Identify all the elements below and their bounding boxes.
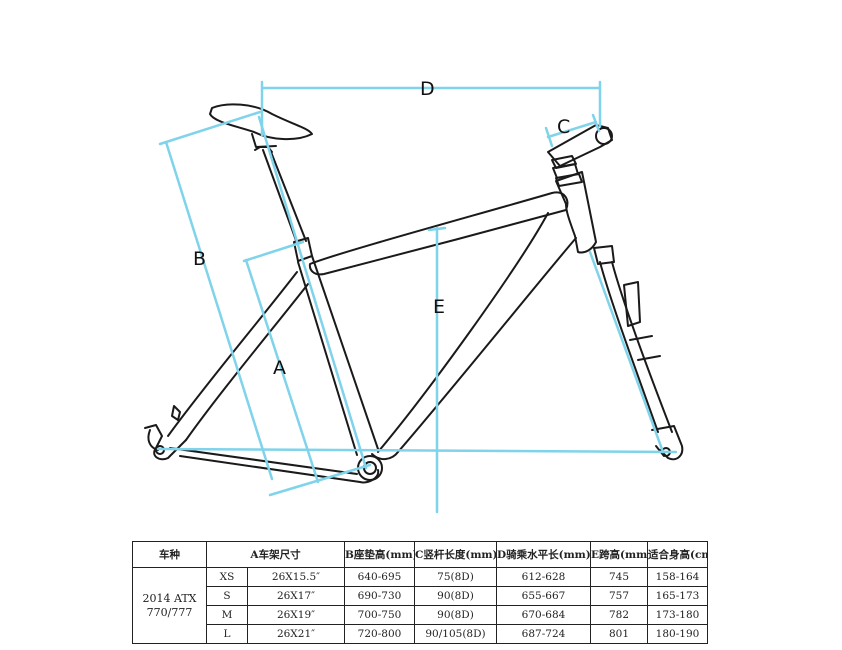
table-row: M 26X19″ 700-750 90(8D) 670-684 782 173-… xyxy=(133,605,708,625)
rider-height: 165-173 xyxy=(647,586,708,606)
head-tube xyxy=(555,171,597,254)
dimension-line-c xyxy=(544,113,601,148)
down-tube xyxy=(371,212,577,460)
seat-post xyxy=(254,146,307,244)
seat-height: 640-695 xyxy=(344,567,415,587)
reach: 612-628 xyxy=(496,567,591,587)
dimension-line-b xyxy=(158,110,274,481)
bike-frame xyxy=(144,103,684,484)
dimension-label-a: A xyxy=(273,357,286,379)
model-name: 2014 ATX xyxy=(142,591,197,605)
seat-height: 700-750 xyxy=(344,605,415,625)
seat-stay xyxy=(167,271,309,441)
dimension-line-a xyxy=(242,240,372,497)
header-model: 车种 xyxy=(132,541,207,568)
size-code: XS xyxy=(206,567,248,587)
stem-length: 90/105(8D) xyxy=(414,624,497,644)
frame-size: 26X19″ xyxy=(247,605,345,625)
seat-tube xyxy=(297,255,379,456)
model-cell: 2014 ATX 770/777 xyxy=(132,567,207,644)
reach: 655-667 xyxy=(496,586,591,606)
dimension-label-b: B xyxy=(193,248,206,270)
header-rider-height: 适合身高(cm) xyxy=(647,541,708,568)
axle-line xyxy=(156,447,678,454)
fork-crown xyxy=(593,245,615,265)
rear-dropout xyxy=(144,424,187,461)
size-code: L xyxy=(206,624,248,644)
dimension-label-d: D xyxy=(420,78,435,100)
size-code: M xyxy=(206,605,248,625)
standover: 801 xyxy=(590,624,648,644)
frame-size: 26X17″ xyxy=(247,586,345,606)
frame-size: 26X15.5″ xyxy=(247,567,345,587)
dimension-label-c: C xyxy=(557,116,570,138)
size-spec-table: 车种 A车架尺寸 B座垫高(mm) C竖杆长度(mm) D骑乘水平长(mm) E… xyxy=(132,541,708,644)
head-axis-line xyxy=(588,250,665,454)
table-row: 2014 ATX 770/777 XS 26X15.5″ 640-695 75(… xyxy=(132,567,708,644)
header-standover: E跨高(mm) xyxy=(590,541,648,568)
saddle xyxy=(209,103,313,140)
rider-height: 173-180 xyxy=(647,605,708,625)
saddle-rail xyxy=(251,133,277,148)
dimension-line-e xyxy=(427,226,447,514)
seat-height: 720-800 xyxy=(344,624,415,644)
table-header-row: 车种 A车架尺寸 B座垫高(mm) C竖杆长度(mm) D骑乘水平长(mm) E… xyxy=(132,541,708,568)
header-stem-length: C竖杆长度(mm) xyxy=(414,541,497,568)
frame-size: 26X21″ xyxy=(247,624,345,644)
chain-stay xyxy=(169,447,380,484)
standover: 745 xyxy=(590,567,648,587)
reach: 687-724 xyxy=(496,624,591,644)
size-code: S xyxy=(206,586,248,606)
standover: 782 xyxy=(590,605,648,625)
model-number: 770/777 xyxy=(146,605,193,619)
rider-height: 158-164 xyxy=(647,567,708,587)
fork-lower xyxy=(623,281,661,361)
fork-leg xyxy=(599,261,673,433)
rider-height: 180-190 xyxy=(647,624,708,644)
top-tube xyxy=(308,191,569,276)
table-row: L 26X21″ 720-800 90/105(8D) 687-724 801 … xyxy=(133,624,708,644)
header-frame-size: A车架尺寸 xyxy=(206,541,345,568)
table-row: S 26X17″ 690-730 90(8D) 655-667 757 165-… xyxy=(133,586,708,606)
dimension-label-e: E xyxy=(433,296,445,318)
reach: 670-684 xyxy=(496,605,591,625)
header-reach: D骑乘水平长(mm) xyxy=(496,541,591,568)
bike-geometry-diagram: D C B A E xyxy=(144,78,684,514)
dimension-lines xyxy=(156,80,678,514)
standover: 757 xyxy=(590,586,648,606)
stem-length: 90(8D) xyxy=(414,605,497,625)
stem-length: 90(8D) xyxy=(414,586,497,606)
header-seat-height: B座垫高(mm) xyxy=(344,541,415,568)
stem-length: 75(8D) xyxy=(414,567,497,587)
seat-height: 690-730 xyxy=(344,586,415,606)
seat-axis-line xyxy=(257,115,368,470)
headset xyxy=(551,155,583,187)
